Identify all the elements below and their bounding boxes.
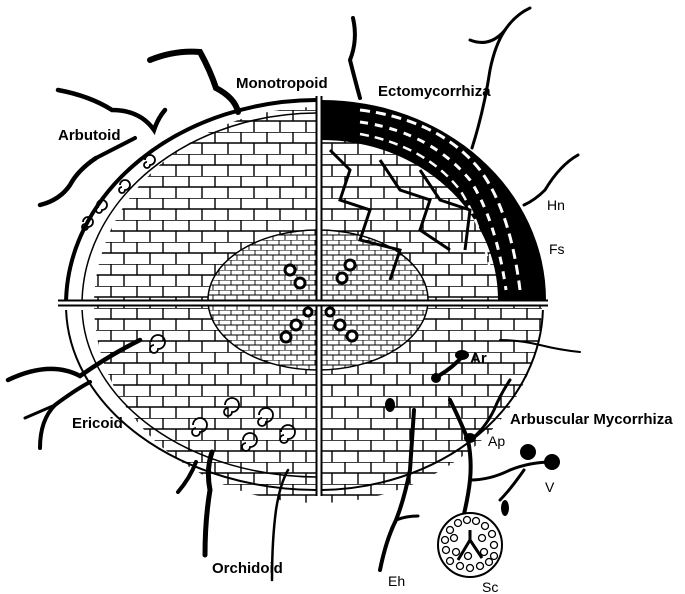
label-orchidoid: Orchidoid <box>212 560 283 577</box>
label-ectomycorrhiza: Ectomycorrhiza <box>378 83 491 100</box>
hypha-arbutoid-top <box>58 90 165 130</box>
label-sc: Sc <box>482 579 498 594</box>
label-ar: Ar <box>470 350 487 367</box>
label-eh: Eh <box>388 573 405 589</box>
label-monotropoid: Monotropoid <box>236 75 328 92</box>
label-arbuscular-mycorrhiza: Arbuscular Mycorrhiza <box>510 411 673 428</box>
sporocarp <box>438 513 502 577</box>
label-hn: Hn <box>547 197 565 213</box>
label-arbutoid: Arbutoid <box>58 127 120 144</box>
hypha-v <box>470 462 552 480</box>
label-ap: Ap <box>488 433 505 449</box>
label-v: V <box>545 479 555 495</box>
hypha-arbutoid-left <box>40 158 96 205</box>
hypha-monotropoid <box>150 52 238 112</box>
hypha-ecto-top <box>350 18 360 98</box>
label-ericoid: Ericoid <box>72 415 123 432</box>
hypha-ecto-right <box>472 8 530 148</box>
label-fs: Fs <box>549 241 565 257</box>
appressorium <box>464 433 476 443</box>
hypha-orchid-2 <box>178 462 196 492</box>
arbuscule <box>455 350 469 360</box>
